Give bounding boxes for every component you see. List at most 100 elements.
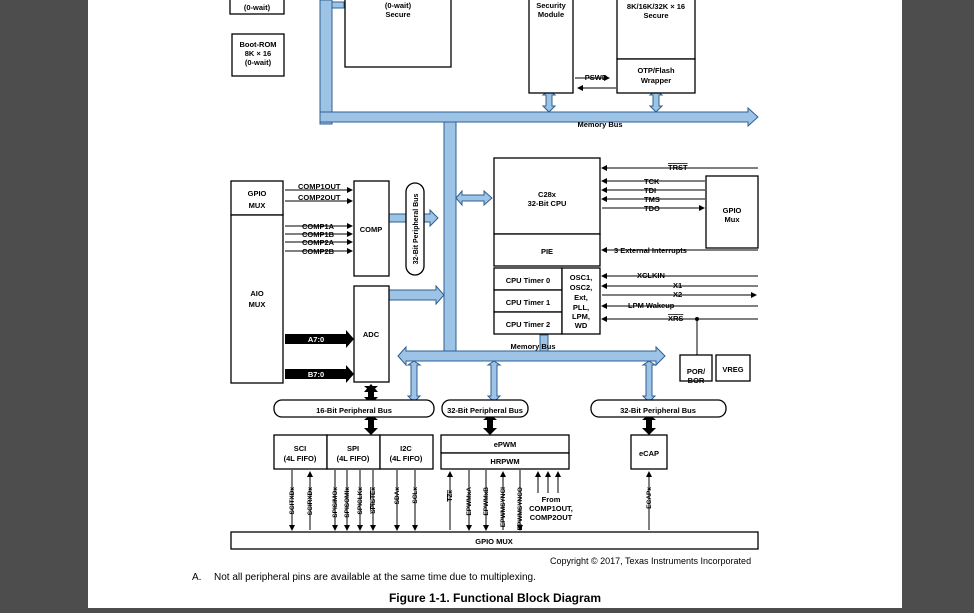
cpu-subtitle: 32-Bit CPU xyxy=(528,199,567,208)
comp1a-label: COMP1A xyxy=(302,222,335,231)
pin-epwmxa: EPWMxA xyxy=(466,487,473,516)
comp1b-label: COMP1B xyxy=(302,230,335,239)
pie-label: PIE xyxy=(541,247,553,256)
tck-label: TCK xyxy=(644,177,660,186)
xrs-label: XRS xyxy=(668,314,683,323)
boot-rom-wait: (0-wait) xyxy=(245,58,272,67)
figure-caption: Figure 1-1. Functional Block Diagram xyxy=(388,591,602,605)
flash-size-label: 8K/16K/32K × 16 xyxy=(627,2,685,11)
security-label: Security xyxy=(536,1,566,10)
tdi-label: TDI xyxy=(644,186,656,195)
epwm-label: ePWM xyxy=(494,440,517,449)
pin-scirxdx: SCIRXDx xyxy=(307,487,314,516)
comp-label: COMP xyxy=(360,225,383,234)
spi-fifo: (4L FIFO) xyxy=(337,454,370,463)
secure-block-secure: Secure xyxy=(385,10,410,19)
pin-ecapx: ECAPx xyxy=(646,487,653,509)
spi-title: SPI xyxy=(347,444,359,453)
peripheral-bus-32-b: 32-Bit Peripheral Bus xyxy=(620,406,696,415)
gpio-mux-bottom-label: GPIO MUX xyxy=(475,537,513,546)
diagram-labels: (0-wait) (0-wait) Secure Security Module… xyxy=(239,1,743,546)
pin-tzx: TZx xyxy=(447,490,454,502)
blocks xyxy=(229,0,759,550)
flash-secure-label: Secure xyxy=(643,11,668,20)
pin-epwmxb: EPWMxB xyxy=(483,487,490,516)
pin-spisimox: SPISIMOx xyxy=(332,487,339,518)
sci-fifo: (4L FIFO) xyxy=(284,454,317,463)
junction-dot xyxy=(695,317,699,321)
comp1out-label: COMP1OUT xyxy=(298,182,341,191)
osc-line-4: PLL, xyxy=(573,303,589,312)
i2c-fifo: (4L FIFO) xyxy=(390,454,423,463)
pin-spistex: SPISTEx xyxy=(370,487,377,514)
b70-label: B7:0 xyxy=(308,370,324,379)
signal-lines xyxy=(285,75,758,531)
cpu-timer-0: CPU Timer 0 xyxy=(506,276,550,285)
otp-flash-label: OTP/Flash xyxy=(637,66,675,75)
vreg-label: VREG xyxy=(722,365,743,374)
sci-title: SCI xyxy=(294,444,307,453)
from-comp1out: COMP1OUT, xyxy=(529,504,573,513)
osc-line-1: OSC1, xyxy=(570,273,593,282)
aio-mux-label: MUX xyxy=(249,300,266,309)
gpio-mux-left-sub: MUX xyxy=(249,201,266,210)
cpu-timer-1: CPU Timer 1 xyxy=(506,298,550,307)
functional-block-diagram: (0-wait) (0-wait) Secure Security Module… xyxy=(229,0,759,550)
boot-rom-size: 8K × 16 xyxy=(245,49,271,58)
ecap-label: eCAP xyxy=(639,449,659,458)
cpu-title: C28x xyxy=(538,190,557,199)
peripheral-bus-16: 16-Bit Peripheral Bus xyxy=(316,406,392,415)
pin-scitxdx: SCITXDx xyxy=(289,487,296,515)
pin-sdax: SDAx xyxy=(394,487,401,505)
comp2out-label: COMP2OUT xyxy=(298,193,341,202)
from-label: From xyxy=(542,495,561,504)
boot-rom-title: Boot-ROM xyxy=(239,40,276,49)
document-page: (0-wait) (0-wait) Secure Security Module… xyxy=(88,0,902,608)
osc-line-6: WD xyxy=(575,321,588,330)
pswd-label: PSWD xyxy=(585,73,608,82)
gpio-mux-right-sub: Mux xyxy=(725,215,741,224)
tdo-label: TDO xyxy=(644,204,660,213)
memory-bus-top-label: Memory Bus xyxy=(577,120,622,129)
i2c-title: I2C xyxy=(400,444,412,453)
wrapper-label: Wrapper xyxy=(641,76,671,85)
dark-connectors xyxy=(285,330,656,435)
osc-line-2: OSC2, xyxy=(570,283,593,292)
adc-input-labels: A7:0 B7:0 xyxy=(308,335,324,379)
hrpwm-label: HRPWM xyxy=(490,457,519,466)
signal-labels: COMP1OUT COMP2OUT COMP1A COMP1B COMP2A C… xyxy=(298,163,688,323)
aio-label: AIO xyxy=(250,289,264,298)
x1-label: X1 xyxy=(673,281,682,290)
wait-label: (0-wait) xyxy=(244,3,271,12)
pin-spisomix: SPISOMIx xyxy=(344,487,351,518)
adc-label: ADC xyxy=(363,330,380,339)
footnote-marker: A. xyxy=(192,572,202,583)
memory-bus-mid-label: Memory Bus xyxy=(510,342,555,351)
comp2a-label: COMP2A xyxy=(302,238,335,247)
pin-sclx: SCLx xyxy=(412,487,419,504)
gpio-mux-left-title: GPIO xyxy=(248,189,267,198)
por-label: POR/ xyxy=(687,367,706,376)
vertical-peripheral-bus-label: 32-Bit Peripheral Bus xyxy=(413,193,420,264)
copyright-notice: Copyright © 2017, Texas Instruments Inco… xyxy=(550,556,752,566)
tms-label: TMS xyxy=(644,195,660,204)
a70-label: A7:0 xyxy=(308,335,324,344)
pin-epwmsynci: EPWMSYNCI xyxy=(500,487,507,527)
osc-line-5: LPM, xyxy=(572,312,590,321)
xclkin-label: XCLKIN xyxy=(637,271,665,280)
gpio-mux-right-title: GPIO xyxy=(723,206,742,215)
comp2b-label: COMP2B xyxy=(302,247,335,256)
lpm-wakeup-label: LPM Wakeup xyxy=(628,301,675,310)
secure-block-wait: (0-wait) xyxy=(385,1,412,10)
peripheral-bus-32-a: 32-Bit Peripheral Bus xyxy=(447,406,523,415)
pin-labels: SCITXDx SCIRXDx SPISIMOx SPISOMIx SPICLK… xyxy=(289,487,653,531)
bor-label: BOR xyxy=(688,376,705,385)
external-interrupts-label: 3 External Interrupts xyxy=(614,246,687,255)
bus-graphics xyxy=(319,0,759,403)
from-comp2out: COMP2OUT xyxy=(530,513,573,522)
pin-spiclkx: SPICLKx xyxy=(357,487,364,515)
osc-line-3: Ext, xyxy=(574,293,588,302)
module-label: Module xyxy=(538,10,564,19)
footnote-text: Not all peripheral pins are available at… xyxy=(214,572,536,583)
x2-label: X2 xyxy=(673,290,682,299)
